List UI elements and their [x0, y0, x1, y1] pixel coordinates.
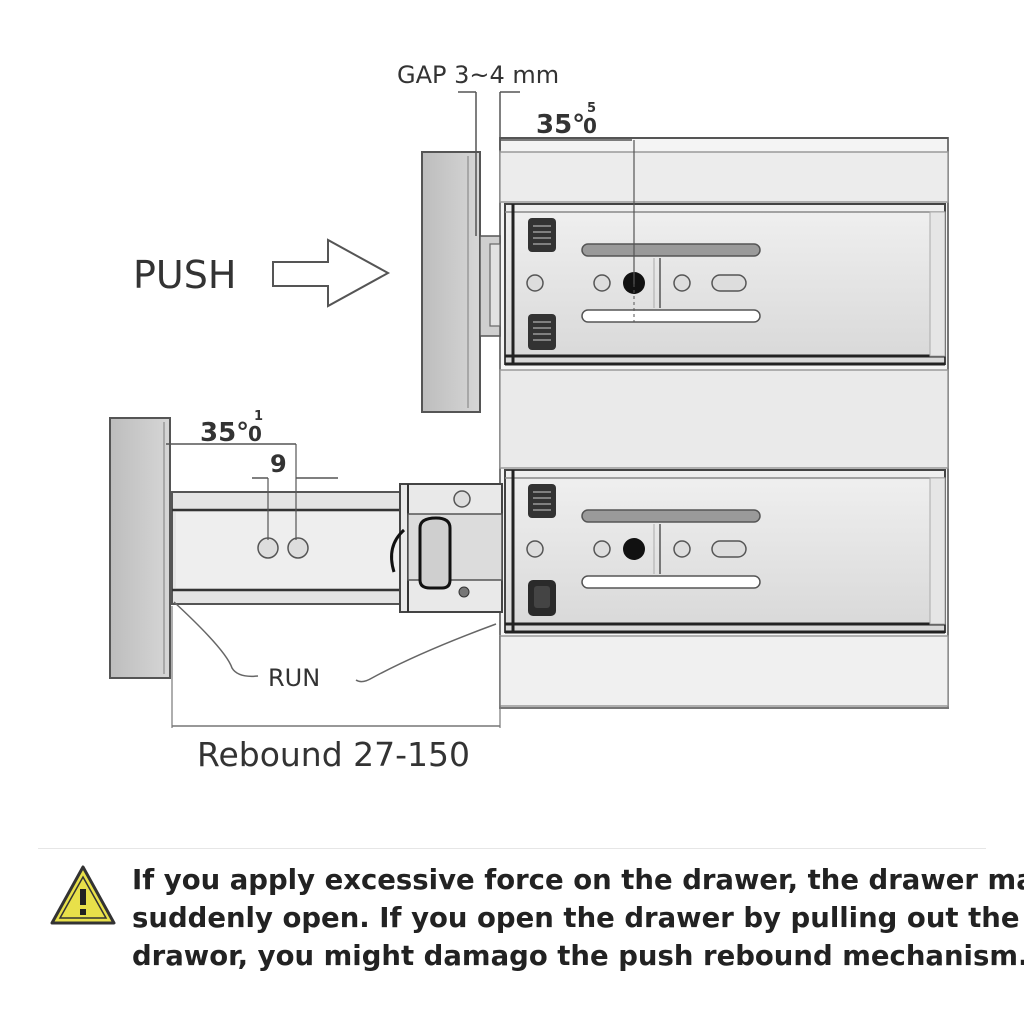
run-leaders — [173, 601, 497, 683]
top-slide-rail — [504, 203, 946, 366]
top-angle-superscript: 5 — [587, 101, 596, 116]
warning-text: If you apply excessive force on the draw… — [132, 861, 1024, 975]
rebound-dimension — [171, 606, 501, 728]
bottom-drawer-front — [109, 417, 171, 679]
warning-line-1: If you apply excessive force on the draw… — [132, 864, 1024, 896]
bottom-angle-superscript: 1 — [254, 409, 263, 424]
warning-line-3: drawor, you might damago the push reboun… — [132, 940, 1024, 972]
bottom-angle-label: 35° — [200, 418, 249, 448]
top-drawer-front — [421, 151, 501, 413]
drawer-slide-diagram: GAP 3~4 mm 35° 5 0 PUSH — [109, 61, 949, 774]
top-angle-subscript: 0 — [583, 114, 597, 138]
top-angle-label: 35° — [536, 110, 585, 140]
run-label: RUN — [268, 664, 320, 692]
warning-panel: If you apply excessive force on the draw… — [38, 848, 1024, 977]
rebound-label: Rebound 27-150 — [197, 735, 470, 774]
nine-label: 9 — [270, 450, 287, 478]
push-label: PUSH — [133, 253, 236, 297]
warning-line-2: suddenly open. If you open the drawer by… — [132, 902, 1020, 934]
bottom-angle-subscript: 0 — [248, 422, 262, 446]
warning-triangle-icon — [50, 865, 116, 925]
push-arrow-icon — [272, 238, 391, 308]
bottom-angle-dimension — [166, 443, 338, 540]
bottom-slide-rail — [504, 469, 946, 634]
gap-dimension — [458, 91, 635, 322]
gap-label: GAP 3~4 mm — [397, 61, 559, 89]
extended-inner-rail — [171, 483, 503, 613]
